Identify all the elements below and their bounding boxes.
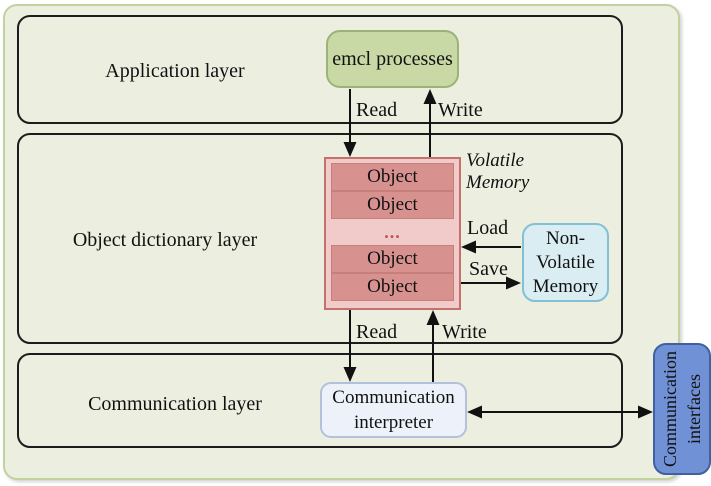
load-label: Load: [467, 217, 509, 239]
object-rows-ellipsis: ...: [384, 221, 401, 242]
read-top-label: Read: [356, 99, 398, 121]
communication-interfaces-label: Communication interfaces: [660, 351, 704, 467]
application-layer-box: [17, 15, 623, 124]
emcl-processes-node: emcl processes: [326, 30, 459, 88]
object-dictionary-layer-box: [17, 133, 623, 344]
save-label: Save: [469, 258, 508, 280]
object-row: Object: [331, 163, 454, 191]
non-volatile-memory-node: Non- Volatile Memory: [522, 223, 609, 302]
communication-interfaces-node: Communication interfaces: [653, 343, 711, 475]
communication-layer-label: Communication layer: [88, 393, 262, 415]
write-bottom-label: Write: [442, 321, 487, 343]
volatile-memory-note: Volatile Memory: [466, 150, 530, 193]
object-row: Object: [331, 245, 454, 273]
communication-interpreter-node: Communication interpreter: [320, 382, 467, 438]
object-stack: Object Object ... Object Object: [324, 157, 461, 310]
application-layer-label: Application layer: [105, 60, 245, 82]
object-row: Object: [331, 191, 454, 219]
read-bottom-label: Read: [356, 321, 398, 343]
object-dictionary-layer-label: Object dictionary layer: [72, 229, 258, 251]
write-top-label: Write: [438, 99, 483, 121]
communication-layer-box: [17, 353, 623, 448]
object-row: Object: [331, 273, 454, 301]
